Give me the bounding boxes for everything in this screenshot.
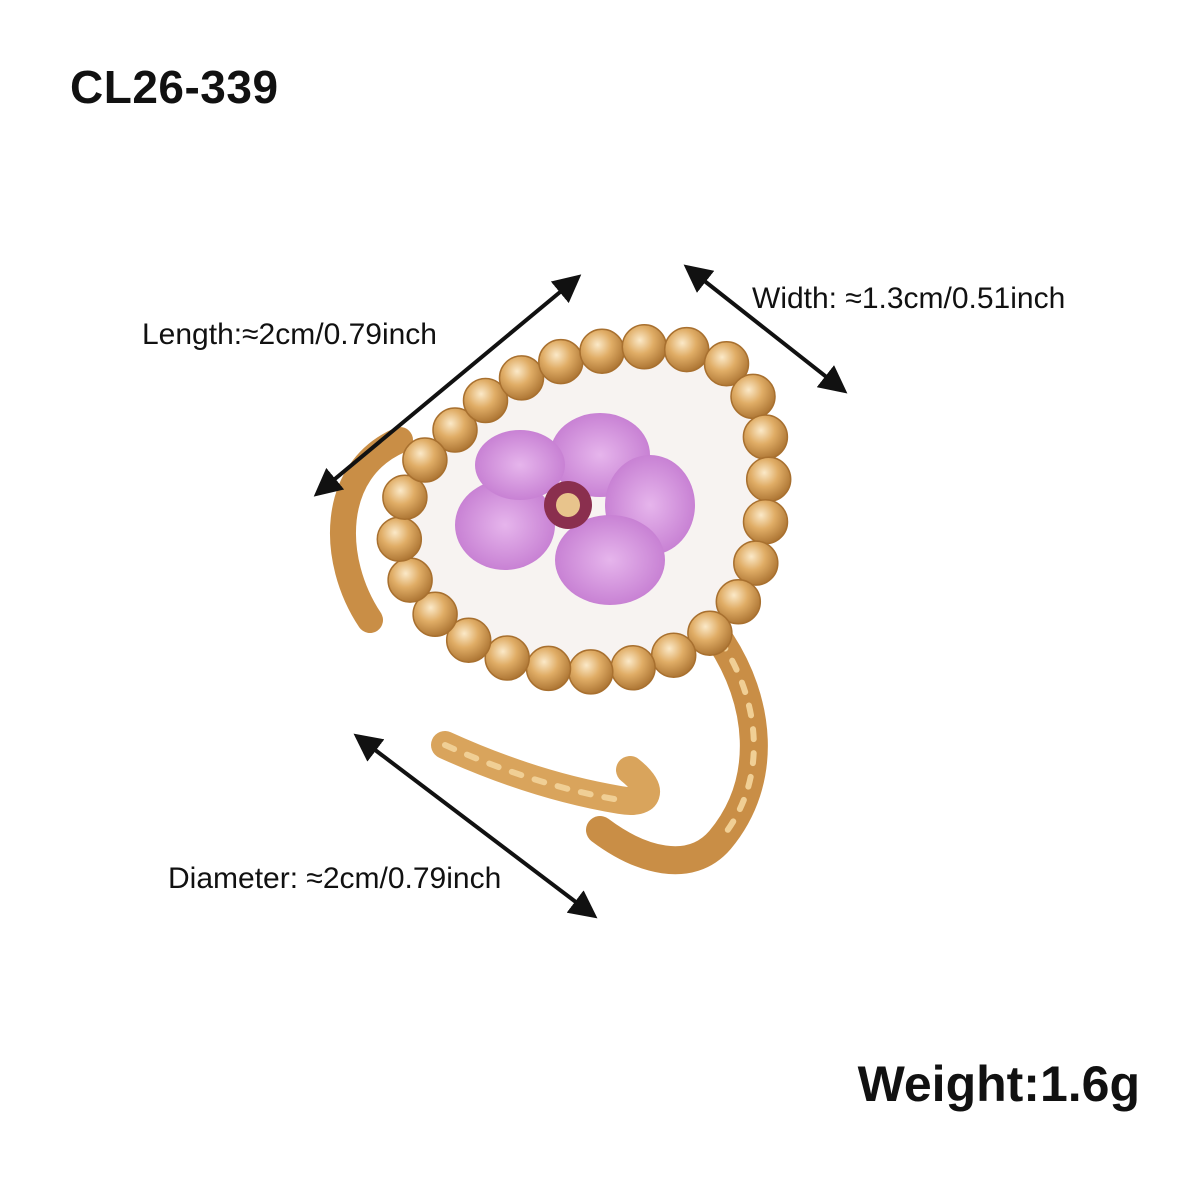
bezel-bead	[621, 324, 668, 370]
bezel-bead	[525, 645, 572, 692]
bezel-bead	[733, 540, 779, 586]
bezel-bead	[730, 373, 776, 420]
width-arrow	[683, 264, 848, 394]
length-arrow	[313, 274, 582, 497]
bezel-bead	[742, 498, 789, 545]
bezel-bead	[650, 632, 697, 678]
diameter-arrow	[353, 733, 598, 919]
product-code: CL26-339	[70, 61, 279, 113]
bezel-bead	[568, 649, 614, 695]
weight-label: Weight:1.6g	[857, 1056, 1140, 1112]
bezel-bead	[484, 635, 530, 681]
bezel-bead	[445, 617, 492, 663]
bezel-bead	[538, 338, 584, 385]
bezel-bead	[402, 437, 448, 483]
bezel-bead	[745, 456, 792, 503]
bezel-bead	[687, 610, 733, 656]
bezel-bead	[412, 591, 458, 638]
bezel-bead	[387, 557, 433, 603]
bezel-bead	[715, 579, 762, 625]
bezel-bead	[376, 516, 423, 562]
bezel-bead	[663, 326, 710, 373]
bezel-bead	[742, 414, 789, 460]
bezel-bead	[498, 355, 545, 401]
bezel-bead	[579, 328, 625, 374]
bezel-bead	[610, 645, 656, 691]
